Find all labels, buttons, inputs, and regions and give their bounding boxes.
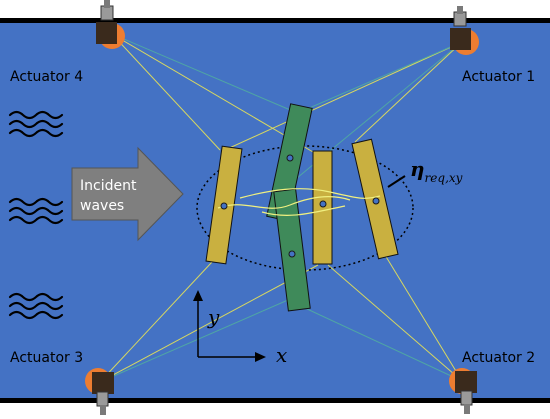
x-axis-label: x (276, 343, 287, 367)
mooring-lines-yellow (99, 33, 463, 383)
mooring-lines-teal (99, 33, 463, 383)
yellow-body-middle (312, 150, 333, 265)
incident-label-line1: Incident (80, 178, 137, 194)
actuator-4-label: Actuator 4 (10, 69, 83, 85)
eta-subscript: req,xy (425, 171, 463, 185)
actuator-1 (450, 6, 479, 55)
body-trajectories (217, 188, 381, 216)
eta-label: ηreq,xy (410, 157, 463, 185)
incident-label-line2: waves (80, 198, 124, 214)
actuator-2 (449, 368, 477, 414)
eta-pointer-line (387, 175, 406, 188)
green-body-lower (273, 188, 311, 312)
actuator-4 (96, 0, 125, 49)
incident-waves-arrow (71, 146, 184, 242)
coordinate-axes (193, 290, 266, 362)
actuator-3 (85, 368, 114, 415)
actuator-3-label: Actuator 3 (10, 350, 83, 366)
y-axis-label: y (207, 305, 220, 329)
eta-symbol: η (410, 157, 425, 181)
body-centres (220, 154, 380, 258)
wave-icon (8, 110, 64, 120)
bottom-wall (0, 398, 550, 403)
actuator-2-label: Actuator 2 (462, 350, 535, 366)
top-wall (0, 18, 550, 23)
wave-icon-group (8, 110, 64, 320)
actuator-1-label: Actuator 1 (462, 69, 535, 85)
